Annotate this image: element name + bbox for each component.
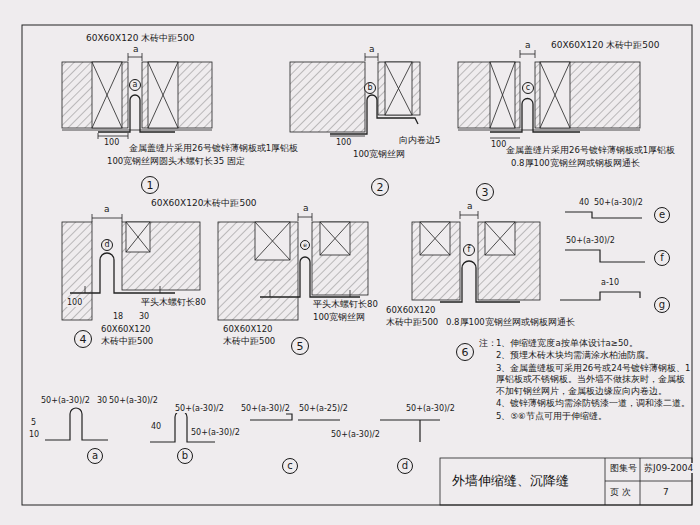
- callout-text: 2: [377, 182, 384, 193]
- callout-circle: a: [129, 79, 141, 91]
- dimension: 40: [578, 198, 590, 207]
- material-label: 0.8厚100宽钢丝网或钢板网通长: [445, 318, 576, 328]
- callout-text: 6: [462, 347, 469, 358]
- dimension: a: [302, 203, 310, 213]
- material-label: 60X60X120 木砖中距500: [85, 33, 195, 43]
- material-label: 平头木螺钉长80: [312, 300, 379, 310]
- callout-text: d: [104, 241, 109, 249]
- callout-text: b: [182, 451, 188, 461]
- material-label: 100宽钢丝网: [312, 313, 366, 323]
- detail-number: 2: [371, 178, 389, 196]
- material-label: 木砖中距500: [100, 337, 154, 347]
- dimension: 50+(a-30)/2: [405, 404, 456, 413]
- drawing-title: 外墙伸缩缝、沉降缝: [452, 472, 569, 490]
- dimension: 50+(a-25)/2: [298, 404, 349, 413]
- dimension: 5: [30, 418, 37, 427]
- detail-number: f: [654, 250, 670, 266]
- dimension: a: [524, 40, 532, 50]
- callout-text: 3: [482, 187, 489, 198]
- note: 3、金属盖缝板可采用26号或24号镀锌薄钢板、1厚铝板或不锈钢板。当外墙不做抹灰…: [495, 363, 692, 397]
- material-label: 60X60X120: [222, 325, 274, 335]
- note: 4、镀锌薄钢板均需涂防锈漆一道，调和漆二道。: [495, 398, 692, 409]
- material-label: 0.8厚100宽钢丝网或钢板网通长: [510, 159, 641, 169]
- callout-text: 5: [297, 341, 304, 352]
- callout-text: c: [526, 84, 530, 92]
- material-label: 金属盖缝片采用26号镀锌薄钢板或1厚铝板: [505, 146, 676, 156]
- dimension: 50+(a-30)/2: [565, 236, 616, 245]
- dimension: 30: [96, 396, 108, 405]
- note-heading: 注：: [478, 338, 498, 348]
- note: 1、伸缩缝宽度a按单体设计a≥50。: [495, 338, 692, 349]
- callout-text: 4: [80, 334, 87, 345]
- callout-text: f: [660, 253, 664, 263]
- detail-number: e: [654, 207, 670, 223]
- detail-number: 1: [141, 176, 159, 194]
- callout-text: a: [133, 81, 138, 89]
- dimension: 50+(a-30)/2: [330, 430, 381, 439]
- title-block-cell: 苏J09-2004: [643, 463, 694, 473]
- callout-circle: e: [300, 240, 310, 250]
- note: 5、⑤⑥节点可用于伸缩缝。: [495, 411, 692, 422]
- dimension: 100: [335, 138, 352, 147]
- dimension: 100: [103, 138, 120, 147]
- callout-circle: b: [364, 82, 376, 94]
- detail-number: d: [397, 458, 413, 474]
- detail-number: 4: [74, 330, 92, 348]
- material-label: 60X60X120: [385, 306, 437, 316]
- callout-text: b: [367, 84, 372, 92]
- title-block-cell: 7: [662, 487, 670, 497]
- material-label: 100宽钢丝网圆头木螺钉长35 固定: [106, 157, 246, 167]
- detail-number: g: [654, 297, 670, 313]
- callout-text: e: [659, 210, 665, 220]
- detail-number: b: [177, 448, 193, 464]
- dimension: 50+(a-30)/2: [593, 198, 644, 207]
- callout-circle: f: [463, 244, 475, 256]
- callout-text: c: [287, 461, 293, 471]
- material-label: 60X60X120: [100, 325, 152, 335]
- dimension: 50+(a-30)/2: [40, 396, 91, 405]
- dimension: 18: [112, 312, 124, 321]
- dimension: 50+(a-30)/2: [174, 404, 225, 413]
- dimension: 50+(a-30)/2: [108, 396, 159, 405]
- material-label: 平头木螺钉长80: [140, 298, 207, 308]
- dimension: a: [368, 44, 376, 54]
- detail-number: 5: [291, 337, 309, 355]
- dimension: a: [466, 201, 474, 211]
- callout-text: a: [92, 451, 98, 461]
- title-block-cell: 页 次: [609, 487, 632, 497]
- callout-text: e: [303, 242, 307, 248]
- dimension: 100: [66, 298, 83, 307]
- note: 2、预埋木砖木块均需满涂水柏油防腐。: [495, 350, 692, 361]
- detail-number: c: [282, 458, 298, 474]
- material-label: 60X60X120木砖中距500: [150, 198, 258, 208]
- material-label: 60X60X120 木砖中距500: [550, 40, 660, 50]
- dimension: a: [132, 44, 140, 54]
- callout-circle: d: [101, 239, 113, 251]
- note-label: 向内卷边5: [398, 136, 441, 146]
- callout-text: 1: [147, 180, 154, 191]
- callout-text: f: [468, 246, 471, 254]
- callout-text: g: [659, 300, 665, 310]
- dimension: 10: [28, 430, 40, 439]
- dimension: a: [103, 204, 111, 214]
- dimension: a-10: [600, 278, 620, 287]
- detail-number: 6: [456, 343, 474, 361]
- callout-circle: c: [522, 82, 534, 94]
- dimension: 30: [138, 312, 150, 321]
- material-label: 木砖中距500: [222, 337, 276, 347]
- dimension: 40: [150, 422, 162, 431]
- title-block-cell: 图集号: [609, 463, 638, 473]
- detail-number: 3: [476, 183, 494, 201]
- dimension: 50+(a-30)/2: [240, 404, 291, 413]
- dimension: 50+(a-30)/2: [190, 428, 241, 437]
- material-label: 木砖中距500: [385, 318, 439, 328]
- material-label: 金属盖缝片采用26号镀锌薄钢板或1厚铝板: [128, 144, 299, 154]
- material-label: 100宽钢丝网: [352, 150, 406, 160]
- detail-number: a: [87, 448, 103, 464]
- callout-text: d: [402, 461, 408, 471]
